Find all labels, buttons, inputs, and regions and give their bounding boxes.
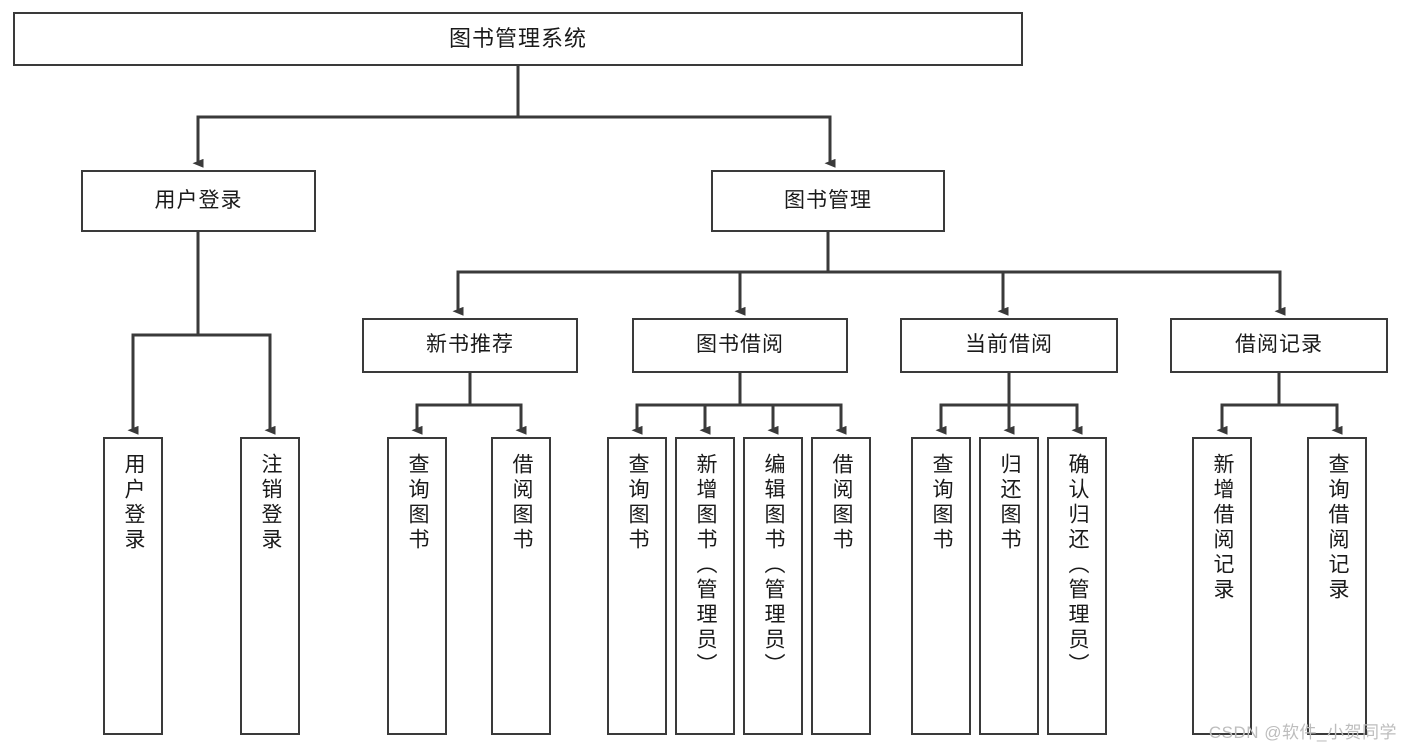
csdn-watermark: CSDN @软件_小贺同学 — [1208, 723, 1397, 742]
node-borrow-record[interactable]: 借阅记录 — [1170, 318, 1388, 373]
leaf-new-book-borrow[interactable]: 借阅图书 — [491, 437, 551, 735]
node-label: 归还图书 — [998, 453, 1022, 553]
node-label: 当前借阅 — [965, 333, 1053, 357]
node-user-login[interactable]: 用户登录 — [81, 170, 316, 232]
node-label: 借阅图书 — [830, 453, 854, 553]
node-book-manage[interactable]: 图书管理 — [711, 170, 945, 232]
leaf-book-borrow-borrow[interactable]: 借阅图书 — [811, 437, 871, 735]
node-label: 新增借阅记录 — [1211, 453, 1235, 603]
node-label: 图书管理系统 — [448, 26, 587, 52]
node-root-system[interactable]: 图书管理系统 — [13, 12, 1023, 66]
leaf-current-borrow-return[interactable]: 归还图书 — [979, 437, 1039, 735]
node-label: 借阅图书 — [510, 453, 534, 553]
node-label: 图书管理 — [784, 188, 872, 212]
leaf-book-borrow-edit[interactable]: 编辑图书（管理员） — [743, 437, 803, 735]
node-label: 新书推荐 — [426, 333, 514, 357]
node-book-borrow[interactable]: 图书借阅 — [632, 318, 848, 373]
node-label: 查询图书 — [930, 453, 954, 553]
node-label: 查询图书 — [406, 453, 430, 553]
node-label: 用户登录 — [154, 188, 243, 212]
leaf-current-borrow-query[interactable]: 查询图书 — [911, 437, 971, 735]
leaf-borrow-record-add[interactable]: 新增借阅记录 — [1192, 437, 1252, 735]
node-label: 编辑图书（管理员） — [762, 453, 786, 678]
node-label: 用户登录 — [122, 453, 146, 553]
leaf-current-borrow-confirm-return[interactable]: 确认归还（管理员） — [1047, 437, 1107, 735]
node-label: 借阅记录 — [1235, 333, 1323, 357]
leaf-user-login-login[interactable]: 用户登录 — [103, 437, 163, 735]
leaf-new-book-query[interactable]: 查询图书 — [387, 437, 447, 735]
node-label: 图书借阅 — [696, 333, 784, 357]
leaf-user-login-logout[interactable]: 注销登录 — [240, 437, 300, 735]
node-label: 查询图书 — [626, 453, 650, 553]
node-label: 查询借阅记录 — [1326, 453, 1350, 603]
leaf-borrow-record-query[interactable]: 查询借阅记录 — [1307, 437, 1367, 735]
node-label: 确认归还（管理员） — [1066, 453, 1090, 678]
node-label: 注销登录 — [259, 453, 283, 553]
leaf-book-borrow-add[interactable]: 新增图书（管理员） — [675, 437, 735, 735]
leaf-book-borrow-query[interactable]: 查询图书 — [607, 437, 667, 735]
node-label: 新增图书（管理员） — [694, 453, 718, 678]
node-new-book-recommend[interactable]: 新书推荐 — [362, 318, 578, 373]
node-current-borrow[interactable]: 当前借阅 — [900, 318, 1118, 373]
